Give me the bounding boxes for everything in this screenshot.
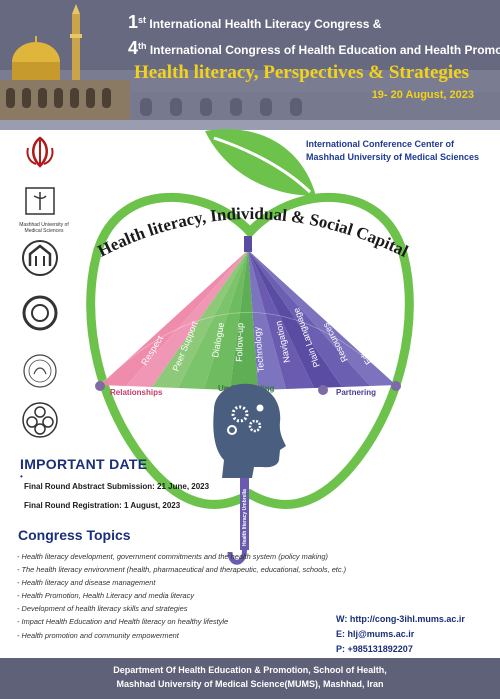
contact-info: W: http://cong-3ihl.mums.ac.ir E: hlj@mu… [336,612,465,657]
university-logo [25,187,55,215]
umbrella-handle [240,478,249,550]
important-date-bullet: • [20,472,23,481]
umbrella-canopy [99,250,397,390]
email-link[interactable]: E: hlj@mums.ac.ir [336,629,415,639]
congress-date: 19- 20 August, 2023 [371,89,474,101]
list-item: - Health promotion and community empower… [17,630,179,640]
list-item: - Impact Health Education and Health lit… [17,617,229,627]
umbrella-tip-right-1 [318,385,328,395]
umbrella-tip-left [95,381,105,391]
group-label-relationships: Relationships [110,388,163,397]
list-item: - Health literacy and disease management [17,578,156,588]
iran-emblem-logo [26,136,54,168]
flower-emblem-logo [22,402,58,438]
segment-label: Technology [252,326,266,373]
university-logo-caption: Mashhad University of Medical Sciences [19,222,69,234]
shrine-illustration [0,0,500,130]
congress-theme-title: Health literacy, Perspectives & Strategi… [134,62,470,83]
header-banner: 1st International Health Literacy Congre… [0,0,500,130]
congress-topics-heading: Congress Topics [18,527,131,543]
website-link[interactable]: W: http://cong-3ihl.mums.ac.ir [336,614,465,624]
apple-outline [86,192,414,509]
list-item: - The health literacy environment (healt… [17,565,347,575]
footer-banner: Department Of Health Education & Promoti… [0,658,500,699]
abstract-submission-date: Final Round Abstract Submission: 21 June… [24,482,210,491]
congress-topics-list: - Health literacy development, governmen… [17,550,437,642]
umbrella-apple-illustration: Health literacy, Individual & Social Cap… [86,129,414,565]
important-date-heading: IMPORTANT DATE [20,456,148,472]
congress-title-line-2: 4th International Congress of Health Edu… [128,38,500,58]
list-item: - Development of health literacy skills … [17,604,188,614]
venue-text: International Conference Center of Mashh… [306,139,480,162]
list-item: - Health literacy development, governmen… [17,552,328,561]
head-gears-icon [213,383,286,478]
list-item: - Health Promotion, Health Literacy and … [17,591,195,601]
umbrella-handle-hook [227,549,247,565]
umbrella-cap [244,236,252,252]
congress-title-line-1: 1st International Health Literacy Congre… [128,12,382,32]
segment-label: Follow-up [234,323,245,362]
umbrella-tip-right-2 [391,381,401,391]
footer-university: Mashhad University of Medical Science(MU… [116,679,384,689]
academy-seal-logo [23,354,57,388]
phone-number: P: +985131892207 [336,644,413,654]
registration-date: Final Round Registration: 1 August, 2023 [24,501,181,510]
footer-department: Department Of Health Education & Promoti… [113,665,387,675]
circular-seal-logo [22,295,58,331]
apple-leaf-vein [213,136,312,194]
handle-label: Health literacy Umbrella [242,489,248,546]
ornamental-logo [22,240,58,276]
group-label-partnering: Partnering [336,388,376,397]
